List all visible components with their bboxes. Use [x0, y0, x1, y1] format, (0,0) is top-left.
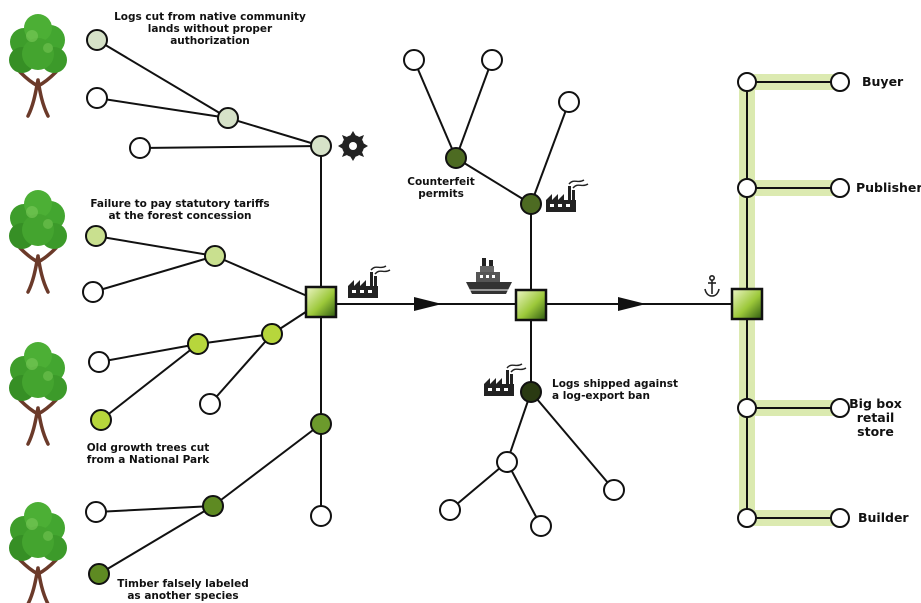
annotation-export-ban: Logs shipped against a log-export ban	[552, 378, 679, 402]
node	[82, 281, 104, 303]
node	[496, 451, 518, 473]
hub-port	[514, 288, 548, 322]
node	[830, 72, 850, 92]
node	[86, 87, 108, 109]
node	[737, 178, 757, 198]
node-dark	[445, 147, 467, 169]
destination-builder: Builder	[858, 510, 909, 525]
flow-arrows	[414, 297, 646, 311]
node-lime	[187, 333, 209, 355]
node	[737, 72, 757, 92]
factory-icon	[483, 363, 527, 397]
node-green	[202, 495, 224, 517]
arrow-1	[414, 297, 442, 311]
node	[737, 508, 757, 528]
node-light	[204, 245, 226, 267]
anchor-icon	[704, 275, 720, 297]
node	[737, 398, 757, 418]
annotation-counterfeit: Counterfeit permits	[407, 176, 475, 200]
connector-lines	[92, 39, 747, 575]
node-green	[88, 563, 110, 585]
node	[530, 515, 552, 537]
destination-retail: Big box retail store	[849, 396, 902, 439]
node-lime	[90, 409, 112, 431]
node	[830, 508, 850, 528]
node	[129, 137, 151, 159]
colored-nodes	[85, 29, 542, 585]
factory-icon	[347, 265, 391, 299]
annotation-false-label: Timber falsely labeled as another specie…	[117, 578, 249, 602]
hub-mill	[304, 285, 338, 319]
ship-icon	[466, 258, 512, 294]
node-darkest	[520, 381, 542, 403]
node-light	[85, 225, 107, 247]
node-green	[310, 413, 332, 435]
node	[199, 393, 221, 415]
tree-icon	[7, 500, 69, 603]
tree-icon	[7, 188, 69, 294]
node	[481, 49, 503, 71]
tree-icon	[7, 12, 69, 118]
node-pale	[217, 107, 239, 129]
hub-squares	[304, 285, 764, 322]
annotation-tariffs: Failure to pay statutory tariffs at the …	[90, 198, 270, 222]
hub-distributor	[730, 287, 764, 321]
factory-icon	[545, 179, 589, 213]
node	[403, 49, 425, 71]
destination-buyer: Buyer	[862, 74, 904, 89]
node	[558, 91, 580, 113]
node	[439, 499, 461, 521]
node-pale	[310, 135, 332, 157]
node-dark	[520, 193, 542, 215]
node	[830, 178, 850, 198]
node	[88, 351, 110, 373]
annotation-national-park: Old growth trees cut from a National Par…	[86, 442, 210, 466]
source-nodes	[82, 49, 850, 537]
node	[310, 505, 332, 527]
tree-icon	[7, 340, 69, 446]
annotation-native-lands: Logs cut from native community lands wit…	[114, 11, 306, 47]
arrow-2	[618, 297, 646, 311]
node	[830, 398, 850, 418]
node-pale	[86, 29, 108, 51]
node-lime	[261, 323, 283, 345]
node	[85, 501, 107, 523]
destination-publisher: Publisher	[856, 180, 921, 195]
node	[603, 479, 625, 501]
saw-blade-icon	[338, 131, 368, 161]
